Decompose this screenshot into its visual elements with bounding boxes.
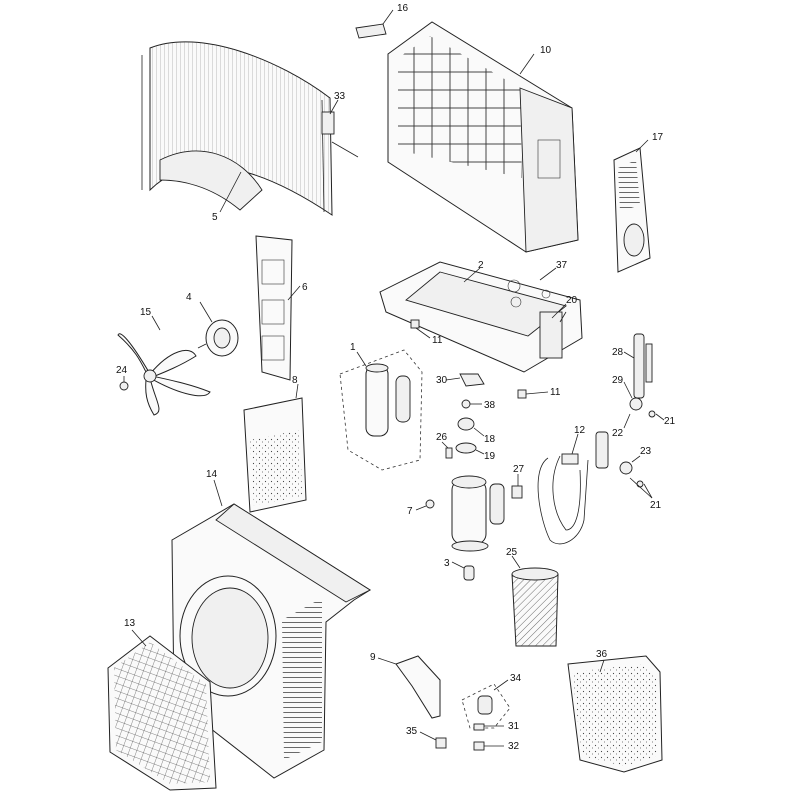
callout-31: 31: [508, 721, 520, 732]
part-28-valve: [623, 333, 653, 399]
part-19-washer: [455, 442, 485, 455]
callout-3: 3: [444, 558, 450, 569]
part-31-clip: [473, 723, 504, 731]
part-10-cabinet: [387, 21, 579, 253]
part-2-base-pan: [379, 261, 583, 373]
callout-32: 32: [508, 741, 520, 752]
part-17-side-panel: [613, 139, 651, 273]
callout-33: 33: [334, 91, 346, 102]
callout-18: 18: [484, 434, 496, 445]
callout-5: 5: [212, 212, 218, 223]
callout-28: 28: [612, 347, 624, 358]
callout-24: 24: [116, 365, 128, 376]
part-3-cushion: [451, 561, 475, 581]
part-11-feet: [410, 319, 549, 399]
part-21-nut: [629, 410, 665, 499]
part-8-partition-insulation: [243, 383, 307, 513]
callout-26: 26: [436, 432, 448, 443]
part-32-clip: [473, 741, 504, 751]
callout-22: 22: [612, 428, 624, 439]
callout-21: 21: [664, 416, 676, 427]
callout-21-second: 21: [650, 500, 662, 511]
callout-25: 25: [506, 547, 518, 558]
part-14-front-panel: [171, 479, 371, 779]
part-18-damper: [457, 417, 485, 437]
part-compressor: [451, 475, 505, 552]
part-9-bracket: [377, 655, 441, 719]
callout-23: 23: [640, 446, 652, 457]
part-36-sound-insulation: [567, 655, 663, 773]
callout-36: 36: [596, 649, 608, 660]
part-15-fan-blade: [117, 315, 211, 416]
callout-35: 35: [406, 726, 418, 737]
callout-38: 38: [484, 400, 496, 411]
part-25-compressor-jacket: [511, 555, 559, 647]
callout-2: 2: [478, 260, 484, 271]
callout-11: 11: [432, 335, 443, 346]
part-38-grommet: [461, 399, 482, 409]
callout-15: 15: [140, 307, 152, 318]
callout-8: 8: [292, 375, 298, 386]
callout-29: 29: [612, 375, 624, 386]
callout-11-second: 11: [550, 387, 561, 398]
callout-16: 16: [397, 3, 409, 14]
part-6-motor-bracket: [255, 235, 301, 381]
callout-34: 34: [510, 673, 522, 684]
part-29-valve: [623, 381, 643, 411]
callout-14: 14: [206, 469, 218, 480]
callout-37: 37: [556, 260, 568, 271]
part-22-cap: [623, 413, 631, 429]
callout-9: 9: [370, 652, 376, 663]
part-33-fitting: [321, 99, 339, 135]
part-34-capacitor: [461, 679, 511, 729]
callout-27: 27: [513, 464, 525, 475]
callout-30: 30: [436, 375, 448, 386]
callout-13: 13: [124, 618, 136, 629]
part-16-badge: [355, 9, 394, 39]
part-30-elbow-fitting: [445, 373, 485, 387]
callout-6: 6: [302, 282, 308, 293]
part-7-screw: [415, 499, 435, 511]
callout-20: 20: [566, 295, 578, 306]
callout-17: 17: [652, 132, 664, 143]
callout-1: 1: [350, 342, 356, 353]
part-13-fan-guard: [107, 629, 217, 791]
callout-4: 4: [186, 292, 192, 303]
part-23-valve: [595, 431, 641, 475]
callout-19: 19: [484, 451, 496, 462]
callout-7: 7: [407, 506, 413, 517]
part-26-bolt: [441, 441, 453, 459]
part-35-terminal: [419, 731, 447, 749]
part-27-connector: [511, 474, 523, 499]
part-4-fan-motor: [197, 301, 239, 357]
part-24-nut: [119, 376, 129, 391]
part-5-condenser-coil: [141, 41, 359, 216]
callout-12: 12: [574, 425, 586, 436]
callout-10: 10: [540, 45, 552, 56]
part-12-pipe-assembly: [537, 433, 589, 545]
part-20-bracket: [559, 311, 567, 323]
part-1-compressor-assembly: [339, 349, 423, 471]
